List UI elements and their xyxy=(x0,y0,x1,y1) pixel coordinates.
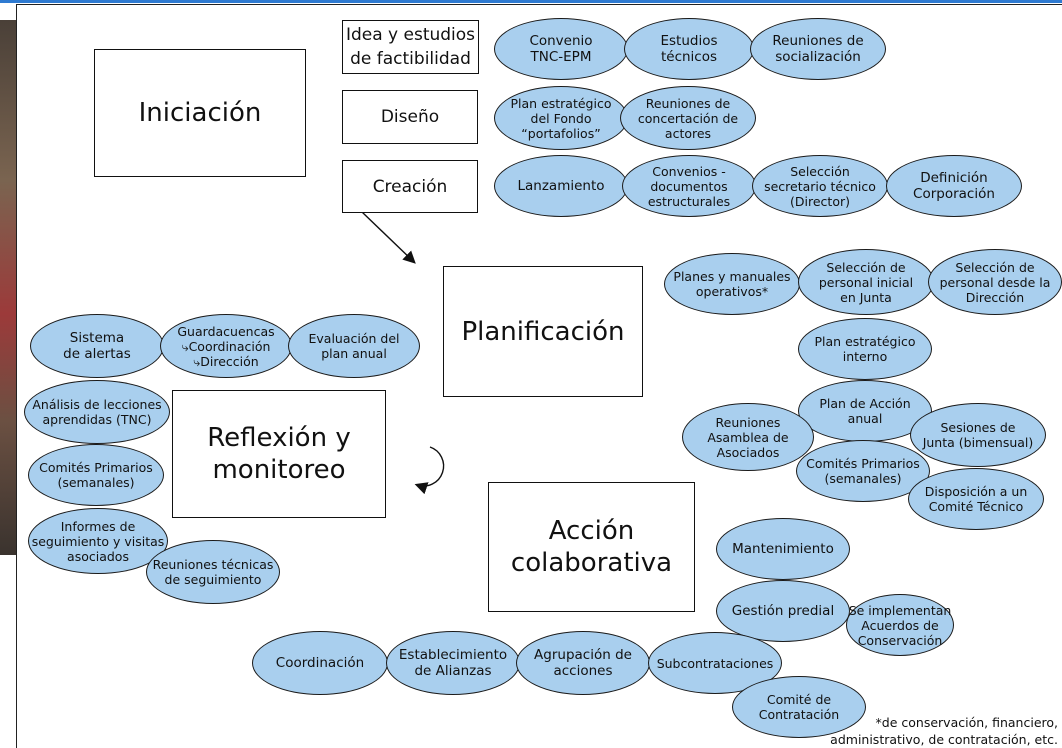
activity-gestion-predial: Gestión predial xyxy=(716,580,850,642)
activity-comites-planificacion: Comités Primarios (semanales) xyxy=(796,440,930,502)
activity-plan-estrategico-fondo: Plan estratégico del Fondo “portafolios” xyxy=(494,86,628,150)
subphase-creacion-label: Creación xyxy=(372,176,448,197)
footnote: *de conservación, financiero, administra… xyxy=(830,715,1058,747)
activity-convenios-documentos: Convenios - documentos estructurales xyxy=(622,155,756,217)
phase-iniciacion-label: Iniciación xyxy=(138,98,262,128)
activity-comites-reflexion: Comités Primarios (semanales) xyxy=(28,444,164,506)
activity-acuerdos-conservacion: Se implementan Acuerdos de Conservación xyxy=(846,594,954,656)
activity-reuniones-concertacion: Reuniones de concertación de actores xyxy=(620,86,756,150)
activity-subcontrataciones: Subcontrataciones xyxy=(648,632,782,694)
activity-sesiones-junta: Sesiones de Junta (bimensual) xyxy=(910,403,1046,467)
activity-reuniones-tecnicas: Reuniones técnicas de seguimiento xyxy=(146,540,280,604)
activity-planes-manuales: Planes y manuales operativos* xyxy=(664,253,800,315)
phase-reflexion: Reflexión y monitoreo xyxy=(172,390,386,518)
creacion-to-planificacion-arrow xyxy=(361,211,416,264)
phase-accion-label: Acción colaborativa xyxy=(510,516,673,578)
activity-reuniones-asamblea: Reuniones Asamblea de Asociados xyxy=(682,403,814,471)
activity-seleccion-secretario: Selección secretario técnico (Director) xyxy=(752,155,888,217)
activity-definicion-corporacion: Definición Corporación xyxy=(886,155,1022,217)
subphase-creacion: Creación xyxy=(342,160,478,213)
subphase-diseno-label: Diseño xyxy=(380,107,440,127)
top-accent-bar xyxy=(0,0,1062,3)
phase-planificacion: Planificación xyxy=(443,266,643,397)
diagram-frame xyxy=(16,4,1062,748)
activity-evaluacion-plan: Evaluación del plan anual xyxy=(288,314,420,378)
phase-reflexion-label: Reflexión y monitoreo xyxy=(207,423,351,485)
activity-coordinacion: Coordinación xyxy=(252,631,388,695)
activity-mantenimiento: Mantenimiento xyxy=(716,518,850,580)
activity-sistema-alertas: Sistema de alertas xyxy=(30,314,164,378)
activity-reuniones-socializacion: Reuniones de socialización xyxy=(750,18,886,80)
cycle-arrow xyxy=(414,446,445,495)
phase-iniciacion: Iniciación xyxy=(94,49,306,177)
activity-informes: Informes de seguimiento y visitas asocia… xyxy=(28,508,168,574)
activity-comite-contratacion: Comité de Contratación xyxy=(732,676,866,738)
subphase-idea-label: Idea y estudios de factibilidad xyxy=(345,25,476,69)
activity-seleccion-junta: Selección de personal inicial en Junta xyxy=(798,249,934,315)
activity-plan-accion: Plan de Acción anual xyxy=(798,380,932,442)
activity-alianzas: Establecimiento de Alianzas xyxy=(386,631,520,695)
background-photo-strip xyxy=(0,20,16,555)
subphase-diseno: Diseño xyxy=(342,90,478,144)
activity-analisis-lecciones: Análisis de lecciones aprendidas (TNC) xyxy=(24,380,170,444)
activity-estudios: Estudios técnicos xyxy=(624,18,754,80)
activity-lanzamiento: Lanzamiento xyxy=(494,155,628,217)
subphase-idea: Idea y estudios de factibilidad xyxy=(342,20,479,74)
activity-convenio: Convenio TNC-EPM xyxy=(494,18,628,80)
activity-guardacuencas: Guardacuencas ⤷Coordinación ⤷Dirección xyxy=(160,314,292,378)
phase-planificacion-label: Planificación xyxy=(461,316,625,347)
activity-agrupacion: Agrupación de acciones xyxy=(516,631,650,695)
activity-seleccion-direccion: Selección de personal desde la Dirección xyxy=(928,249,1062,315)
phase-accion: Acción colaborativa xyxy=(488,482,695,612)
activity-disposicion-comite: Disposición a un Comité Técnico xyxy=(908,468,1044,530)
activity-plan-interno: Plan estratégico interno xyxy=(798,318,932,380)
